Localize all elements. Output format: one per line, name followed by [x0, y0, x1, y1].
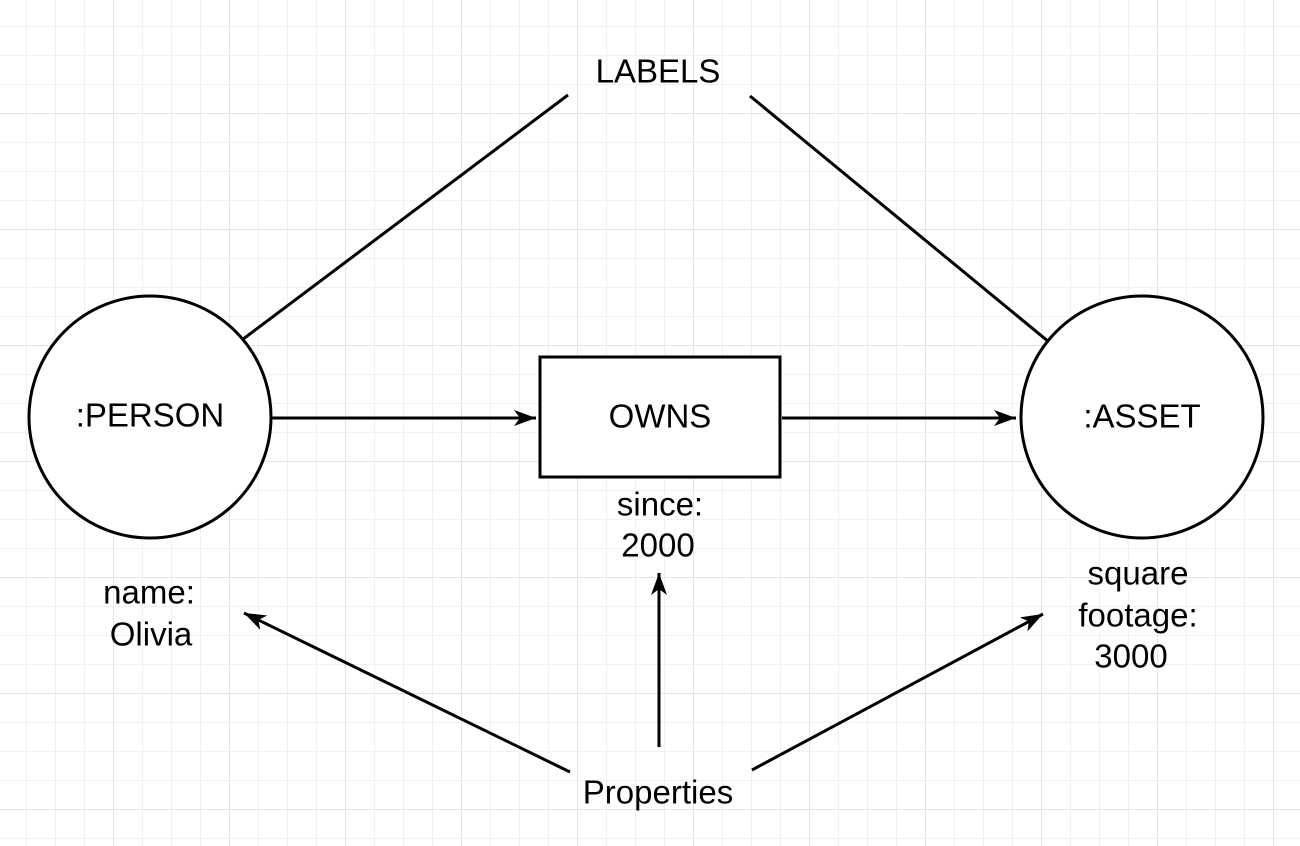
properties-to-asset-property-arrow[interactable] [751, 612, 1044, 772]
asset-property-line-3[interactable]: 3000 [1094, 638, 1167, 675]
asset-property-text[interactable]: square footage: 3000 [1078, 555, 1197, 675]
person-property-line-2[interactable]: Olivia [110, 616, 193, 653]
owns-relationship-label[interactable]: OWNS [609, 398, 712, 435]
asset-node-circle[interactable] [1019, 294, 1265, 540]
asset-node-label[interactable]: :ASSET [1083, 398, 1200, 435]
person-property-text[interactable]: name: Olivia [103, 574, 195, 653]
properties-annotation-title[interactable]: Properties [583, 774, 733, 811]
owns-property-text[interactable]: since: 2000 [617, 486, 703, 564]
person-node-label[interactable]: :PERSON [76, 397, 225, 434]
person-property-line-1[interactable]: name: [103, 574, 195, 611]
owns-relationship-box[interactable] [538, 355, 782, 479]
person-node-circle[interactable] [27, 294, 273, 540]
labels-annotation-title[interactable]: LABELS [596, 53, 721, 90]
labels-to-person-arrow[interactable] [189, 93, 569, 381]
asset-property-line-1[interactable]: square [1088, 555, 1189, 592]
properties-to-person-property-arrow[interactable] [243, 611, 571, 774]
asset-property-line-2[interactable]: footage: [1078, 597, 1197, 634]
owns-property-line-1[interactable]: since: [617, 486, 703, 523]
owns-property-line-2[interactable]: 2000 [621, 527, 694, 564]
labels-to-asset-arrow[interactable] [749, 94, 1101, 386]
